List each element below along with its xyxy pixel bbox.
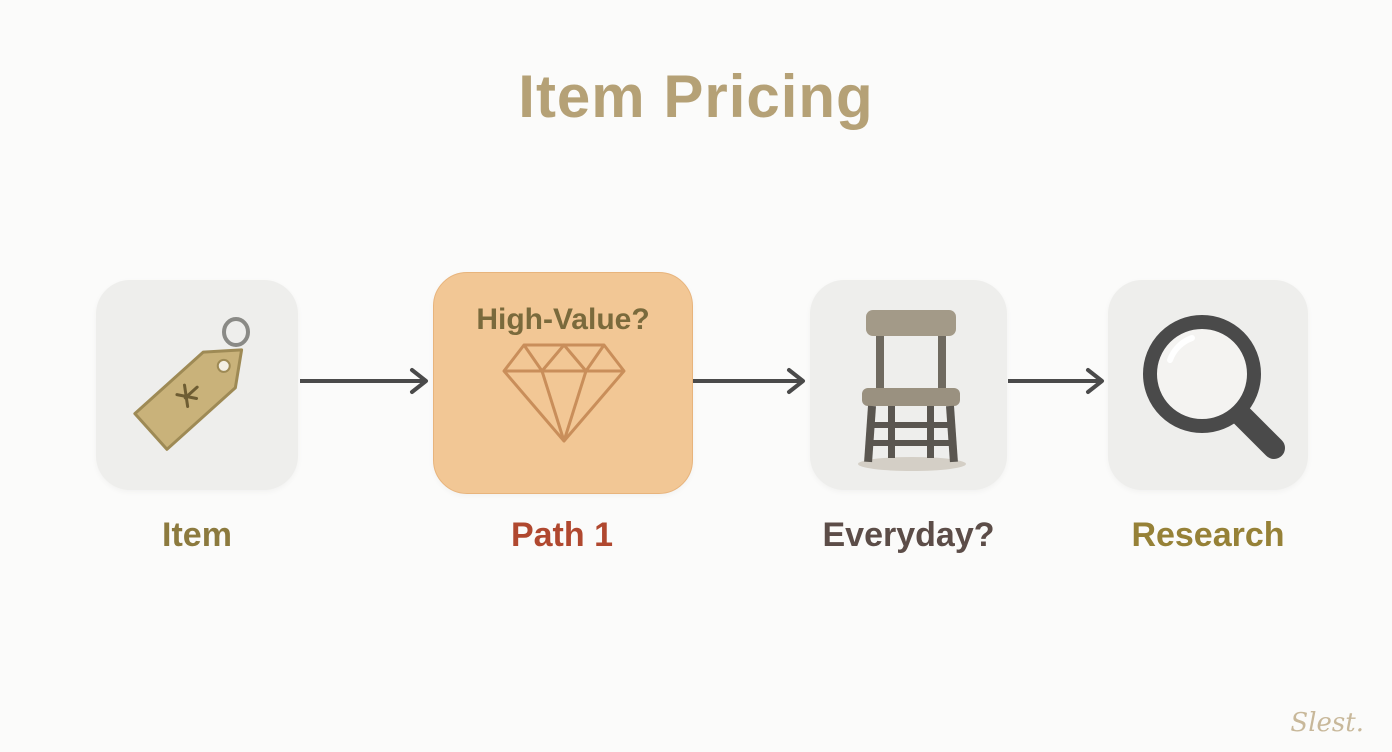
chair-icon [858,310,966,471]
node-item [96,280,298,490]
arrow-connector [1008,368,1104,394]
node-high-value: High-Value? [433,272,693,494]
arrow-connector [693,368,805,394]
node-question-high-value: High-Value? [476,303,650,336]
node-label-item: Item [162,516,232,554]
node-label-everyday: Everyday? [822,516,995,554]
node-research [1108,280,1308,490]
magnifying-glass-icon [1143,315,1285,459]
price-tag-icon [133,317,250,451]
arrow-connector [300,368,428,394]
diamond-icon [502,343,626,443]
node-label-path-1: Path 1 [510,516,614,554]
node-everyday [810,280,1007,490]
watermark-logo: Slest. [1290,708,1364,738]
node-label-research: Research [1131,516,1285,554]
diagram-title: Item Pricing [518,63,874,130]
